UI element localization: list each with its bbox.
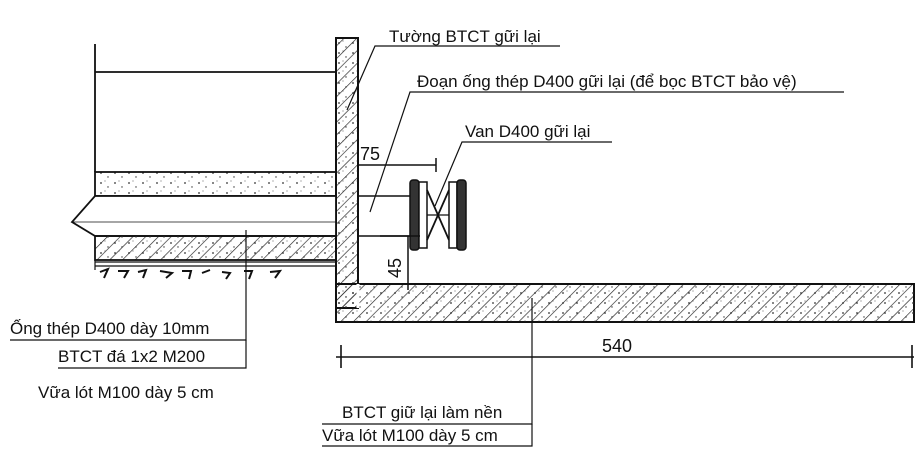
dimension-75-label: 75	[360, 144, 380, 164]
concrete-encasement	[94, 235, 337, 261]
dimension-45	[380, 235, 420, 290]
mortar-left-label: Vữa lót M100 dày 5 cm	[38, 383, 214, 402]
valve-d400	[426, 189, 450, 241]
mortar-layer	[94, 260, 336, 270]
soil-marks	[99, 267, 283, 280]
pipe-segment-label: Đoạn ống thép D400 gữi lại (để bọc BTCT …	[417, 72, 797, 91]
pipe-label: Ống thép D400 dày 10mm	[10, 318, 209, 338]
leader-lines	[10, 45, 844, 447]
dimension-540-label: 540	[602, 336, 632, 356]
flange-right	[448, 179, 467, 251]
upper-channel	[94, 44, 337, 197]
dimension-45-label: 45	[385, 258, 405, 278]
retained-wall	[335, 37, 359, 309]
dimension-75	[358, 158, 437, 172]
dimension-540	[336, 345, 914, 368]
steel-pipe	[70, 195, 410, 237]
concrete-label: BTCT đá 1x2 M200	[58, 347, 205, 366]
base-label: BTCT giữ lại làm nền	[342, 403, 502, 422]
wall-label: Tường BTCT gữi lại	[389, 27, 541, 46]
retained-base-slab	[335, 283, 915, 323]
flange-left	[409, 179, 428, 251]
mortar-bottom-label: Vữa lót M100 dày 5 cm	[322, 426, 498, 445]
valve-label: Van D400 gữi lại	[465, 122, 590, 141]
